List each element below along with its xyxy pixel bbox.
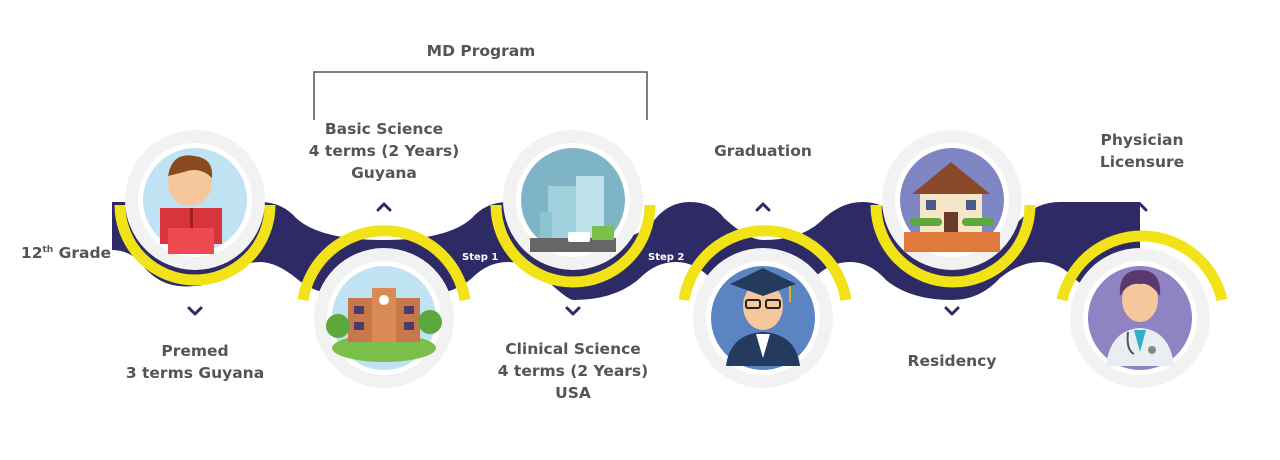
graduate-icon <box>726 268 800 366</box>
chevron-down-icon <box>565 306 581 316</box>
hospital-building-icon <box>530 176 616 252</box>
chevron-up-icon <box>376 202 392 212</box>
doctor-icon <box>1106 270 1174 366</box>
md-program-title: MD Program <box>426 42 536 60</box>
chevron-down-icon <box>944 306 960 316</box>
chevron-up-icon <box>1132 202 1148 212</box>
chevron-arrows <box>187 202 1148 316</box>
step-1-label: Step 1 <box>462 252 499 263</box>
reading-kid-icon <box>160 155 222 254</box>
step-2-label: Step 2 <box>648 252 685 263</box>
md-program-bracket <box>313 71 648 120</box>
stage-circle-graduation <box>693 248 833 388</box>
stage-circle-premed <box>125 130 265 270</box>
stage-circle-residency <box>882 130 1022 270</box>
stage-label-residency: Residency <box>907 352 997 370</box>
stage-circle-licensure <box>1070 248 1210 388</box>
start-grade-label: 12th Grade <box>20 244 112 262</box>
school-building-icon <box>326 288 442 362</box>
chevron-down-icon <box>187 306 203 316</box>
stage-circle-basic-science <box>314 248 454 388</box>
chevron-up-icon <box>755 202 771 212</box>
house-icon <box>904 162 1000 252</box>
stage-rings <box>114 204 1228 302</box>
stage-circle-clinical-science <box>503 130 643 270</box>
stage-label-graduation: Graduation <box>714 142 812 160</box>
